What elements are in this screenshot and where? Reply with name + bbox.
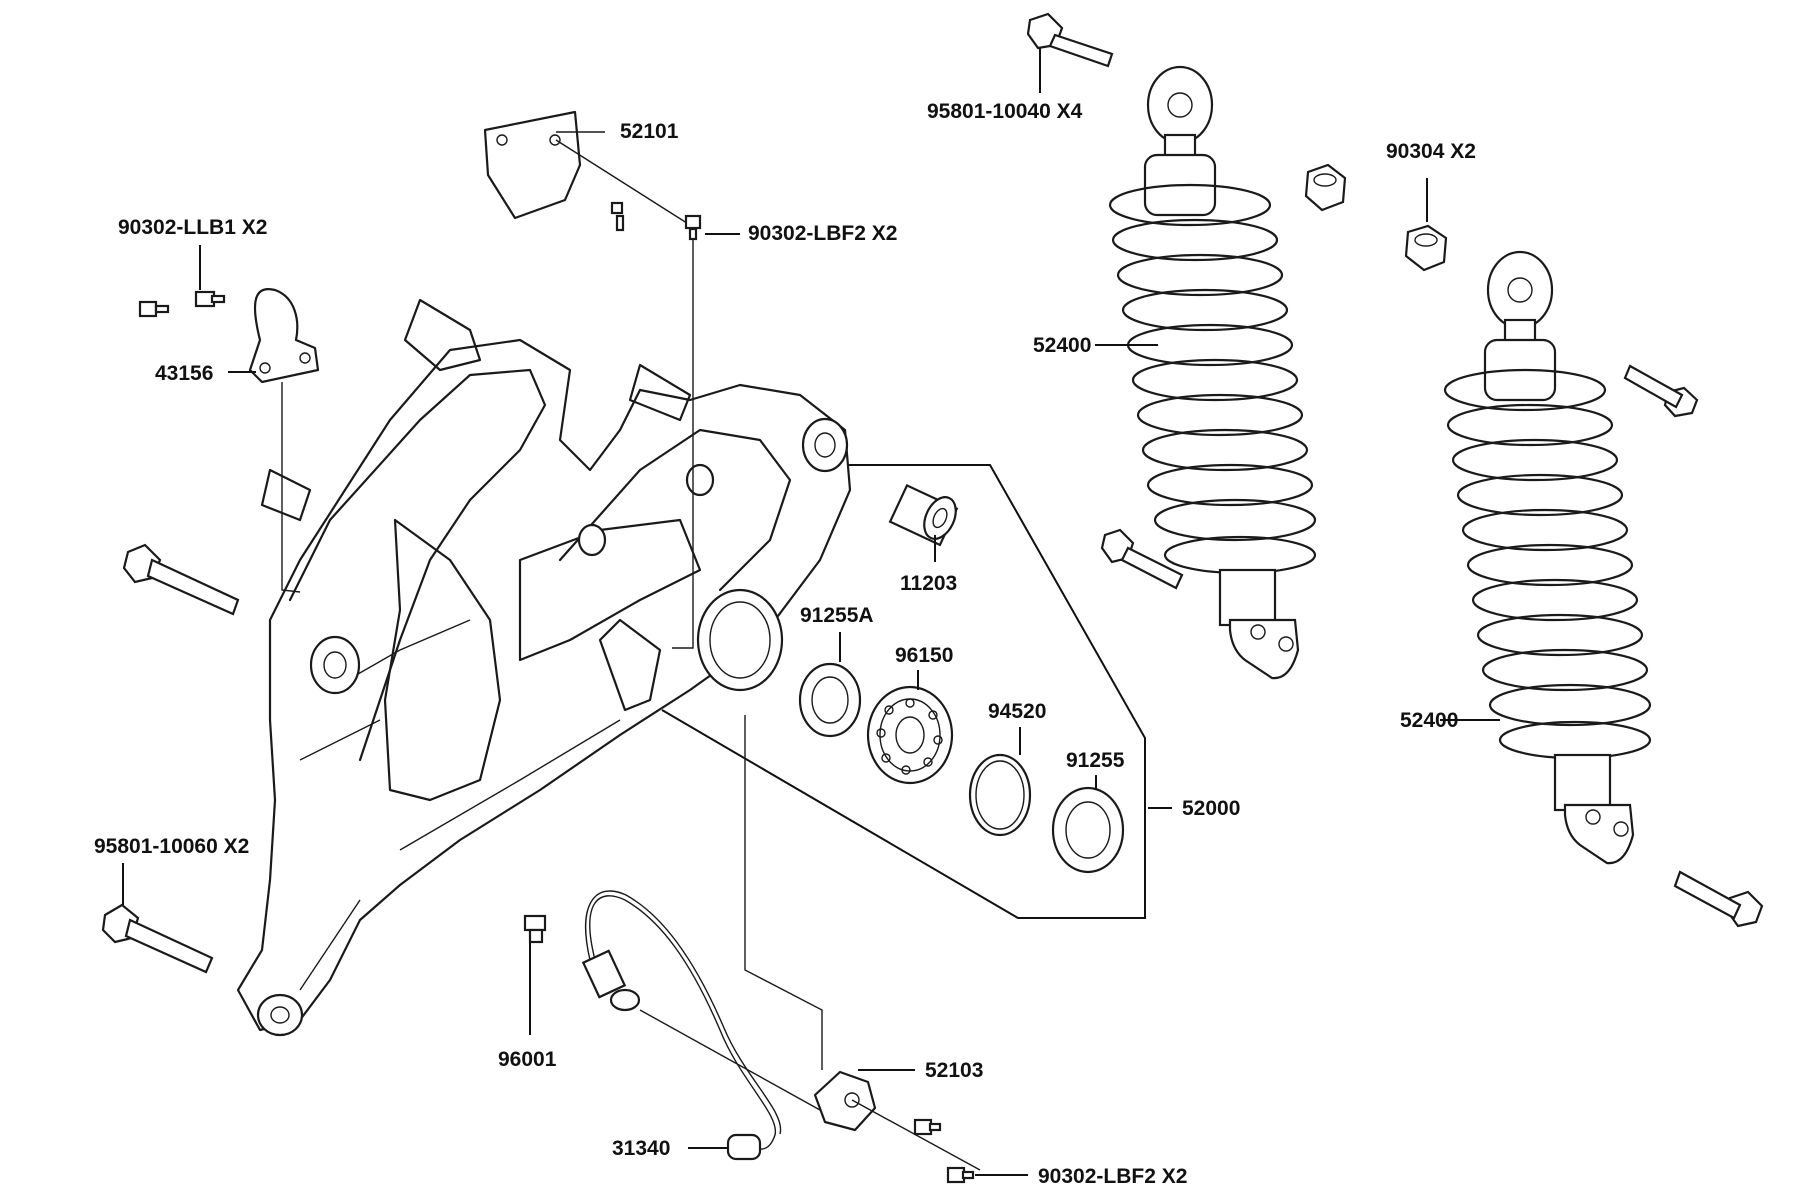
- seal-91255a: [798, 662, 862, 738]
- sensor-31340: [581, 890, 782, 1161]
- bolt-95801-10040-mid: [1100, 528, 1184, 590]
- label-96150: 96150: [895, 644, 953, 667]
- bolt-90302-lbf2-top-a: [610, 201, 625, 232]
- bushing-11203: [888, 484, 959, 547]
- bolt-90302-lbf2-bottom-b: [946, 1166, 975, 1184]
- label-91255a: 91255A: [800, 604, 874, 627]
- label-11203: 11203: [900, 572, 957, 595]
- label-91255: 91255: [1066, 749, 1125, 772]
- bolt-90302-llb1-a: [138, 300, 170, 318]
- bolt-96001: [523, 914, 547, 944]
- label-52400-b: 52400: [1400, 709, 1458, 732]
- label-95801-10060: 95801-10060 X2: [94, 835, 249, 858]
- swing-arm-casting: [236, 298, 852, 1037]
- label-90302-lbf2-top: 90302-LBF2 X2: [748, 222, 897, 245]
- nut-90304-b: [1404, 224, 1448, 272]
- label-94520: 94520: [988, 700, 1046, 723]
- clip-43156: [248, 287, 320, 384]
- bolt-95801-10040-right-b: [1673, 870, 1764, 928]
- label-90302-lbf2-bottom: 90302-LBF2 X2: [1038, 1165, 1187, 1188]
- bracket-52103: [813, 1070, 877, 1132]
- bolt-90302-llb1-b: [194, 290, 226, 308]
- bolt-90302-lbf2-bottom-a: [913, 1118, 942, 1136]
- label-90304: 90304 X2: [1386, 140, 1476, 163]
- axis-90302-lbf2-top: [672, 240, 694, 649]
- bolt-95801-10040-top: [1026, 12, 1114, 68]
- label-43156: 43156: [155, 362, 213, 385]
- shock-absorber-52400-a: [1108, 65, 1317, 680]
- bracket-plate-52101: [483, 110, 582, 220]
- label-96001: 96001: [498, 1048, 557, 1071]
- bolt-90302-lbf2-top-b: [684, 214, 702, 241]
- bolt-pivot-left: [122, 543, 240, 616]
- shock-absorber-52400-b: [1443, 250, 1652, 865]
- label-52103: 52103: [925, 1059, 983, 1082]
- nut-90304-a: [1304, 163, 1347, 212]
- bolt-95801-10040-right-a: [1623, 364, 1699, 418]
- axis-52103: [744, 715, 823, 1070]
- label-52101: 52101: [620, 120, 679, 143]
- assembly-group-bracket-52000: [661, 464, 1146, 919]
- axis-43156: [281, 382, 301, 593]
- label-31340: 31340: [612, 1137, 670, 1160]
- bolt-95801-10060: [101, 903, 214, 974]
- axis-52101: [555, 139, 691, 226]
- label-90302-llb1: 90302-LLB1 X2: [118, 216, 267, 239]
- label-52000: 52000: [1182, 797, 1240, 820]
- seal-91255: [1051, 786, 1125, 874]
- label-52400-a: 52400: [1033, 334, 1091, 357]
- bearing-96150: [866, 685, 954, 785]
- circlip-94520: [968, 753, 1032, 837]
- axis-31340: [639, 1009, 821, 1111]
- label-95801-10040: 95801-10040 X4: [927, 100, 1083, 123]
